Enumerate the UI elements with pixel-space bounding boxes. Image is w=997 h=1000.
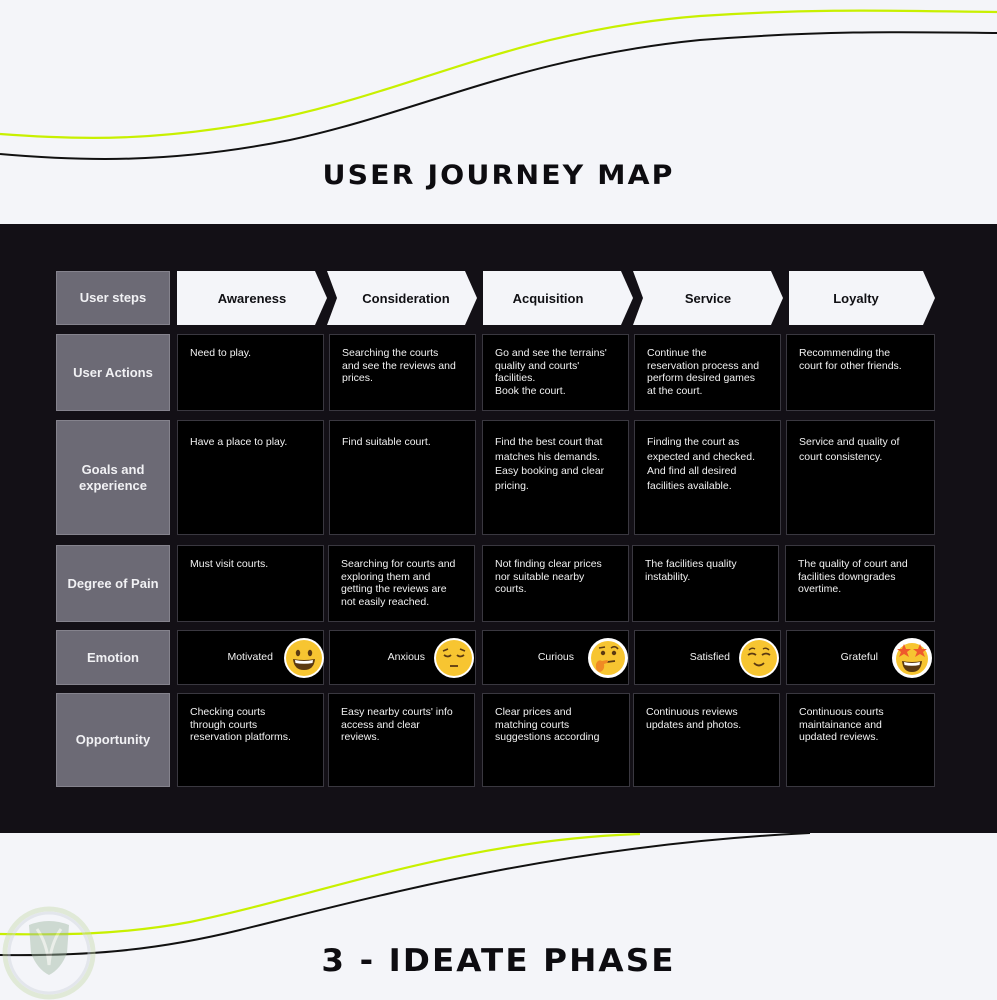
thinking-face-icon [588,638,628,678]
emotion-label: Grateful [840,651,878,663]
emotion-label: Satisfied [689,651,730,663]
relieved-face-icon [739,638,779,678]
cell-emotion-service: Satisfied [634,630,781,685]
cell-emotion-consideration: Anxious [329,630,476,685]
chevron-shape [633,271,783,325]
grinning-face-icon [284,638,324,678]
step-consideration: Consideration [327,271,477,325]
emotion-label: Anxious [387,651,425,663]
cell-emotion-awareness: Motivated [177,630,324,685]
step-service: Service [633,271,783,325]
top-black-curve [0,31,997,160]
phase-title: 3 - IDEATE PHASE [321,943,676,979]
step-label: Awareness [217,290,287,306]
label-user-steps: User steps [56,271,170,325]
chevron-shape [483,271,633,325]
step-awareness: Awareness [177,271,327,325]
watermark-shield-logo [2,906,96,1000]
page-title: USER JOURNEY MAP [322,160,675,191]
bottom-black-curve [0,832,811,957]
cell-user-actions-acquisition: Go and see the terrains'quality and cour… [482,334,629,411]
cell-emotion-acquisition: Curious [482,630,629,685]
cell-user-actions-awareness: Need to play. [177,334,324,411]
cell-goals-awareness: Have a place to play. [177,420,324,535]
chevron-shape [177,271,327,325]
label-user-actions: User Actions [56,334,170,411]
label-degree-of-pain: Degree of Pain [56,545,170,622]
cell-pain-awareness: Must visit courts. [177,545,324,622]
step-label: Service [684,290,732,306]
top-banner [0,0,997,224]
emotion-label: Curious [537,651,574,663]
cell-emotion-loyalty: Grateful [786,630,935,685]
label-goals-experience: Goals and experience [56,420,170,535]
pensive-face-icon [434,638,474,678]
label-opportunity: Opportunity [56,693,170,787]
chevron-shape [327,271,477,325]
step-label: Acquisition [512,290,584,306]
star-struck-face-icon [892,638,932,678]
cell-goals-consideration: Find suitable court. [329,420,476,535]
step-label: Consideration [362,290,450,306]
step-loyalty: Loyalty [789,271,935,325]
top-lime-curve [0,9,997,139]
emotion-label: Motivated [227,651,273,663]
bottom-lime-curve [0,832,641,936]
chevron-shape [789,271,935,325]
bottom-banner [0,833,997,1000]
label-emotion: Emotion [56,630,170,685]
step-label: Loyalty [833,290,879,306]
step-acquisition: Acquisition [483,271,633,325]
